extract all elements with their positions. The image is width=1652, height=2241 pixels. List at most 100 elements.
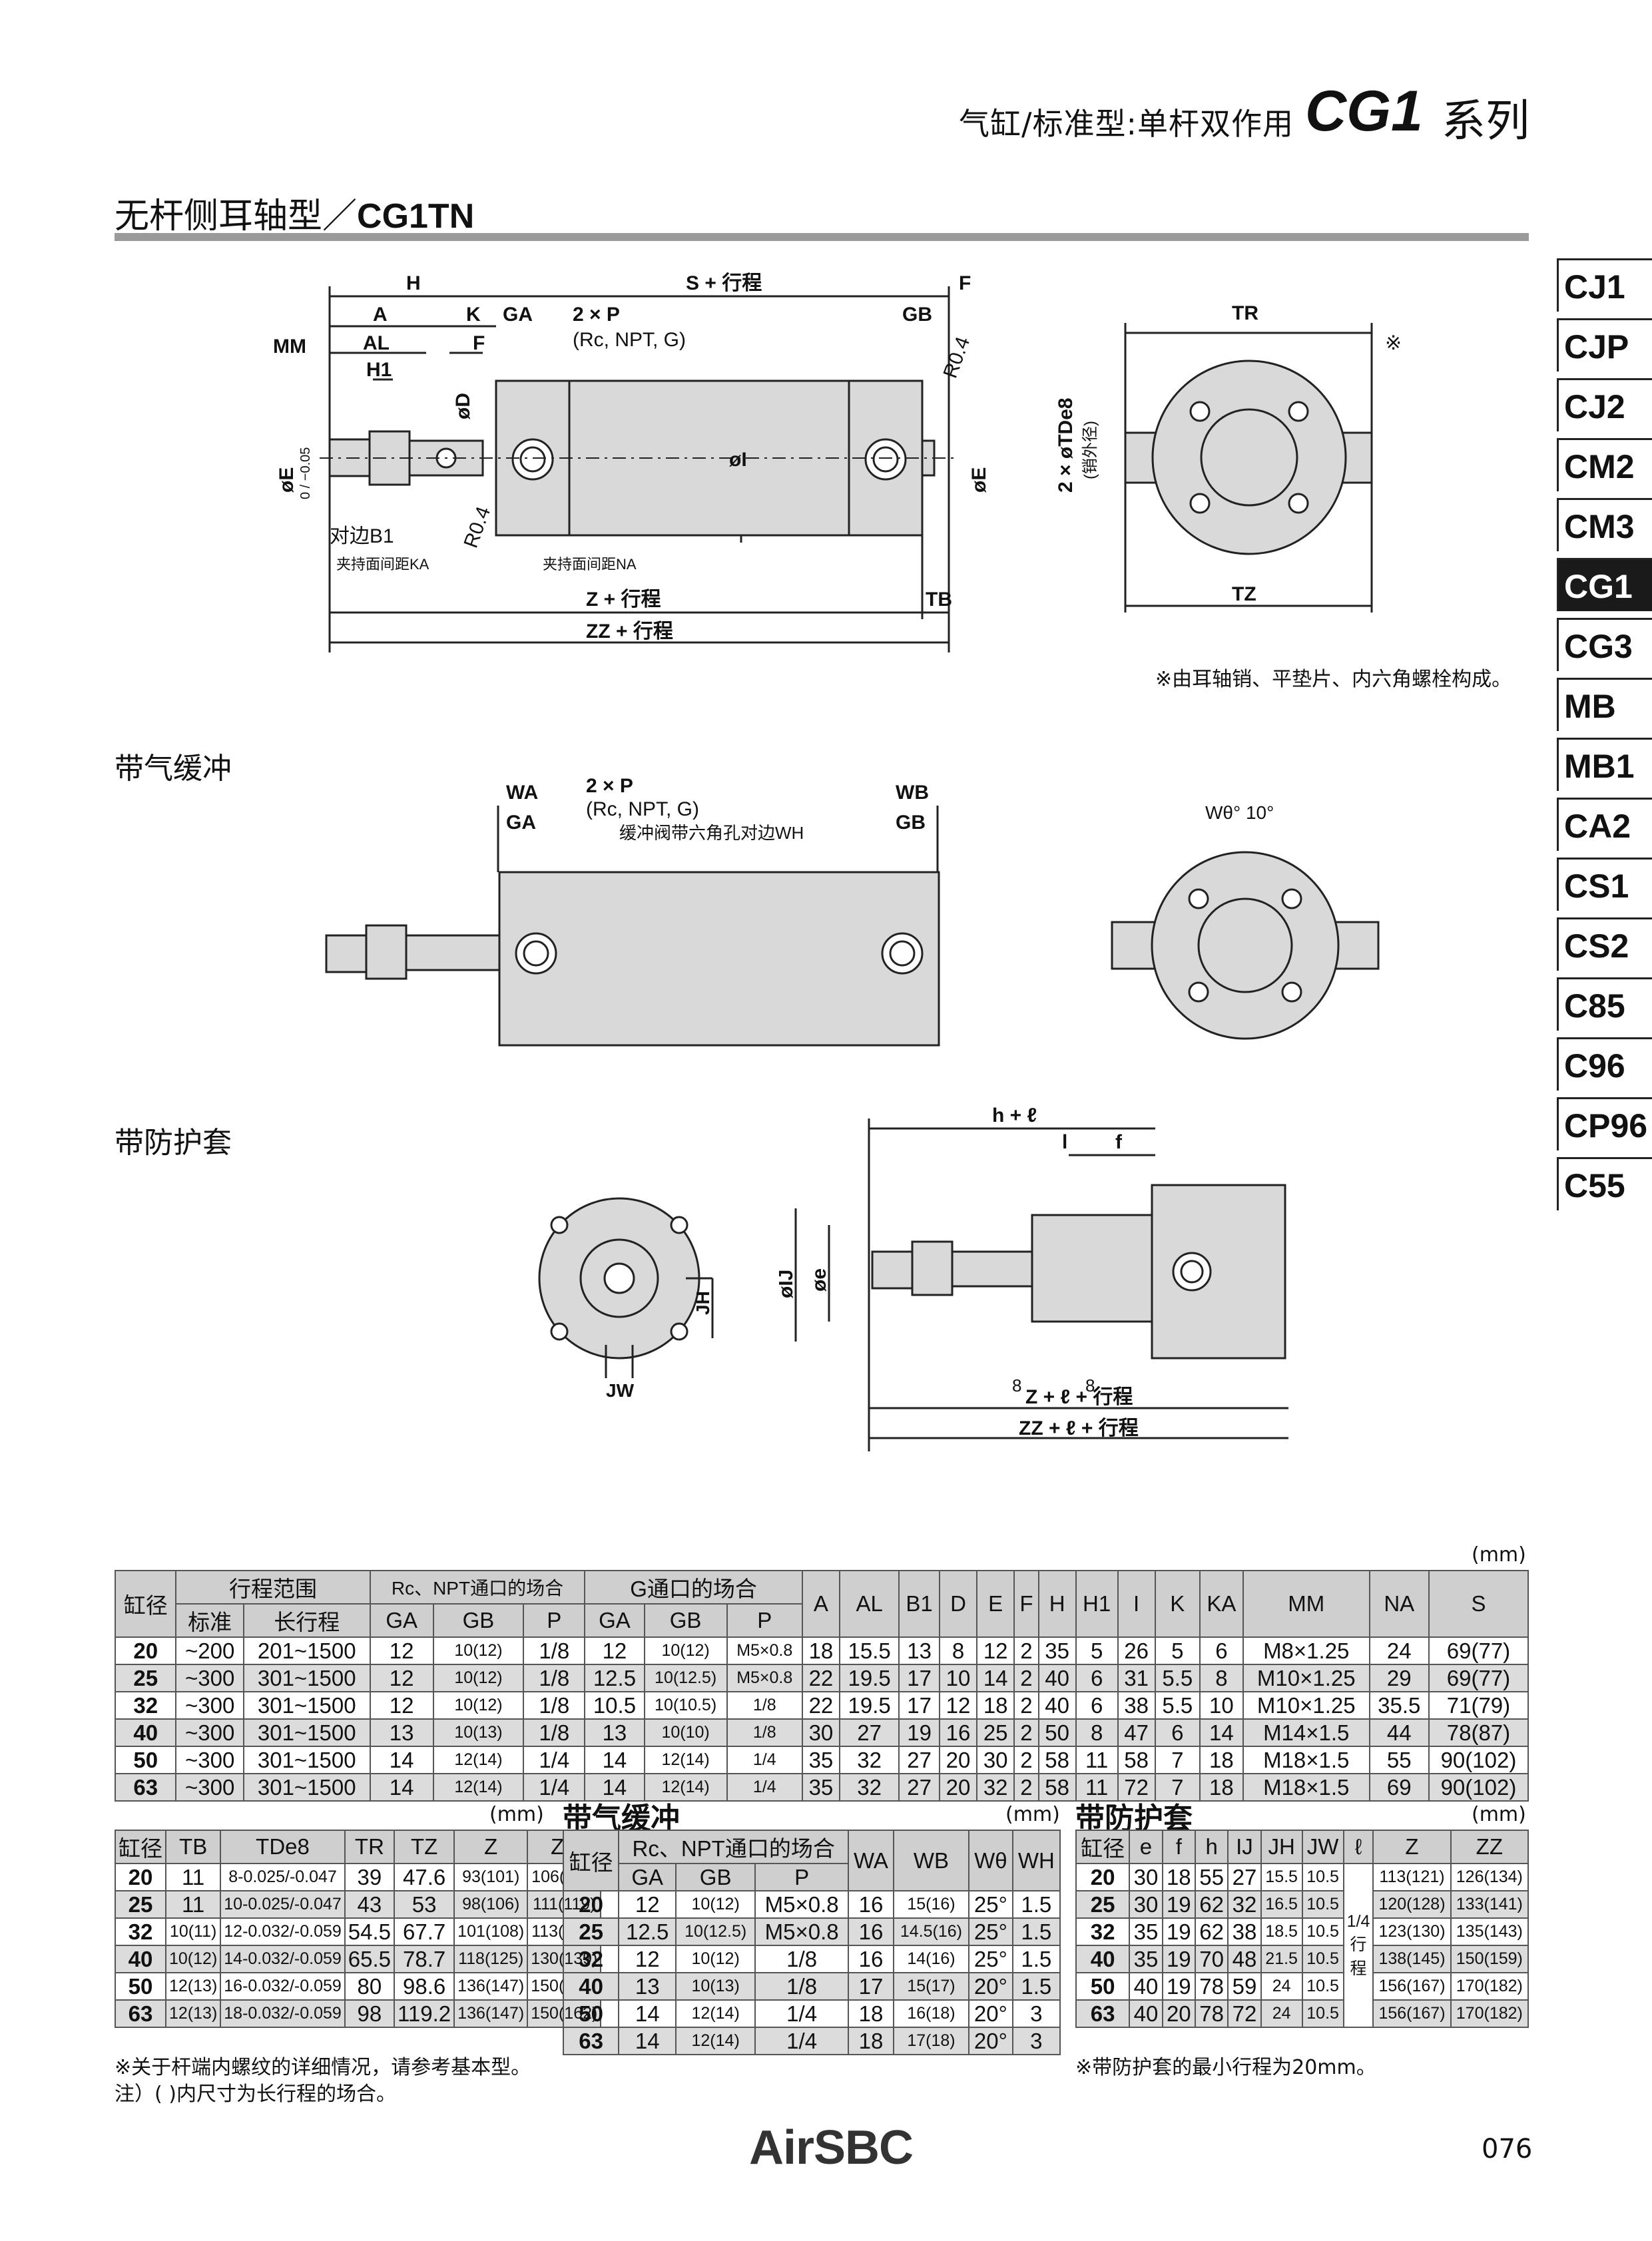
dim-D: øD (452, 393, 474, 419)
sidenav-item[interactable]: MB1 (1557, 738, 1652, 791)
th4-cell: JW (1301, 1830, 1344, 1864)
table-cell: 10.5 (1301, 1917, 1344, 1946)
table-cell: 12 (618, 1890, 677, 1919)
th-std: 标准 (175, 1603, 244, 1638)
table-cell: 98(106) (453, 1890, 529, 1919)
table-cell: 25 (114, 1664, 177, 1692)
table-cell: 20 (115, 1863, 166, 1891)
table-cell: 16 (848, 1945, 894, 1973)
table-cell: 8 (1199, 1664, 1244, 1692)
table-cell: 14 (369, 1746, 434, 1774)
table-cell: 12(14) (675, 1999, 756, 2028)
dim-AL: AL (363, 332, 390, 354)
table-cell: 78(87) (1428, 1718, 1529, 1747)
dim-l: l (1062, 1131, 1067, 1153)
dim-NA: 夹持面间距NA (543, 556, 637, 573)
sidenav-item[interactable]: CM2 (1557, 438, 1652, 491)
header-subtitle: 气缸/标准型:单杆双作用 (959, 106, 1294, 142)
sidenav-item[interactable]: CM3 (1557, 498, 1652, 551)
table-cell: 18 (1161, 1863, 1196, 1891)
table-cell: 16 (938, 1718, 978, 1747)
sidenav-item[interactable]: CG3 (1557, 618, 1652, 671)
table-cell: 13 (618, 1972, 677, 2001)
sidenav-item[interactable]: CP96 (1557, 1097, 1652, 1150)
table-cell: 55 (1368, 1746, 1430, 1774)
table-cell: ~300 (175, 1691, 244, 1720)
table-cell: 16 (848, 1890, 894, 1919)
table-cell: 10(10) (643, 1718, 728, 1747)
table-cell: 20 (1075, 1863, 1131, 1891)
sidenav-item[interactable]: C55 (1557, 1157, 1652, 1210)
table3-unit: (mm) (1005, 1803, 1060, 1826)
table-cell: 20° (968, 1999, 1013, 2028)
table-cell: 25 (115, 1890, 166, 1919)
sidenav-item[interactable]: CA2 (1557, 798, 1652, 851)
sidenav-item[interactable]: C85 (1557, 977, 1652, 1031)
sidenav-item[interactable]: CS2 (1557, 917, 1652, 971)
dim-Z: Z + 行程 (586, 589, 661, 611)
table1-unit: (mm) (1472, 1543, 1526, 1567)
dim-pin: (销外径) (1081, 421, 1099, 479)
table-cell: 10 (938, 1664, 978, 1692)
table-cell: 12 (369, 1691, 434, 1720)
th4-cell: JH (1260, 1830, 1303, 1864)
table-cell: 10(10.5) (643, 1691, 728, 1720)
th4-cell: IJ (1227, 1830, 1262, 1864)
dim-TZ: TZ (1232, 583, 1256, 605)
table-cell: 40 (115, 1945, 166, 1973)
pin-note: ※由耳轴销、平垫片、内六角螺栓构成。 (1155, 668, 1512, 691)
cushion-drawing: WA GA 2 × P (Rc, NPT, G) 缓冲阀带六角孔对边WH WB … (325, 775, 940, 1047)
table-cell: ~300 (175, 1746, 244, 1774)
th-g: G通口的场合 (584, 1570, 803, 1605)
sidenav-item[interactable]: CS1 (1557, 858, 1652, 911)
table-cell: 30 (1129, 1863, 1163, 1891)
sidenav-item[interactable]: CG1 (1557, 558, 1652, 611)
table-cell: 2 (1013, 1636, 1039, 1665)
table-cell: 1/8 (754, 1945, 850, 1973)
table-cell: 120(128) (1372, 1890, 1452, 1919)
th-B1: B1 (898, 1570, 940, 1638)
table2-unit: (mm) (489, 1803, 544, 1826)
dim-E2: øE (968, 467, 990, 493)
th3-WB: WB (892, 1830, 970, 1891)
sidenav-item[interactable]: CJ1 (1557, 258, 1652, 312)
dim-h: h + ℓ (992, 1105, 1037, 1126)
sidenav-item[interactable]: CJ2 (1557, 378, 1652, 431)
table-cell: 301~1500 (242, 1746, 371, 1774)
table-cell: ~300 (175, 1718, 244, 1747)
table-cell: 20 (1161, 1999, 1196, 2028)
table-cell: 7 (1154, 1746, 1201, 1774)
table-cell: 12.5 (618, 1917, 677, 1946)
table-cell: 1.5 (1011, 1917, 1061, 1946)
th-rc: Rc、NPT通口的场合 (369, 1570, 586, 1605)
sidenav-item[interactable]: CJP (1557, 318, 1652, 372)
table-cell: 18 (801, 1636, 841, 1665)
table-cell: 58 (1117, 1746, 1156, 1774)
table-cell: 16(18) (892, 1999, 970, 2028)
sidenav-item[interactable]: C96 (1557, 1037, 1652, 1091)
sidenav-item[interactable]: MB (1557, 678, 1652, 731)
table-cell: M5×0.8 (726, 1664, 803, 1692)
table-cell: 72 (1117, 1773, 1156, 1802)
table-cell: 40 (1075, 1945, 1131, 1973)
table-cell: 15(16) (892, 1890, 970, 1919)
table-cell: 27 (898, 1773, 940, 1802)
dim-A: A (373, 304, 388, 326)
table-cell: 25° (968, 1945, 1013, 1973)
table-cell: 10(12.5) (643, 1664, 728, 1692)
th2-cell: TB (164, 1830, 222, 1864)
table-cell: 50 (1037, 1718, 1077, 1747)
th-GA-g: GA (584, 1603, 645, 1638)
cushion-side-view: Wθ° 10° (1111, 802, 1380, 1040)
table-cell: 72 (1227, 1999, 1262, 2028)
table-cell: 14 (976, 1664, 1015, 1692)
table-cell: 21.5 (1260, 1945, 1303, 1973)
table-cell: 40 (1129, 1999, 1163, 2028)
